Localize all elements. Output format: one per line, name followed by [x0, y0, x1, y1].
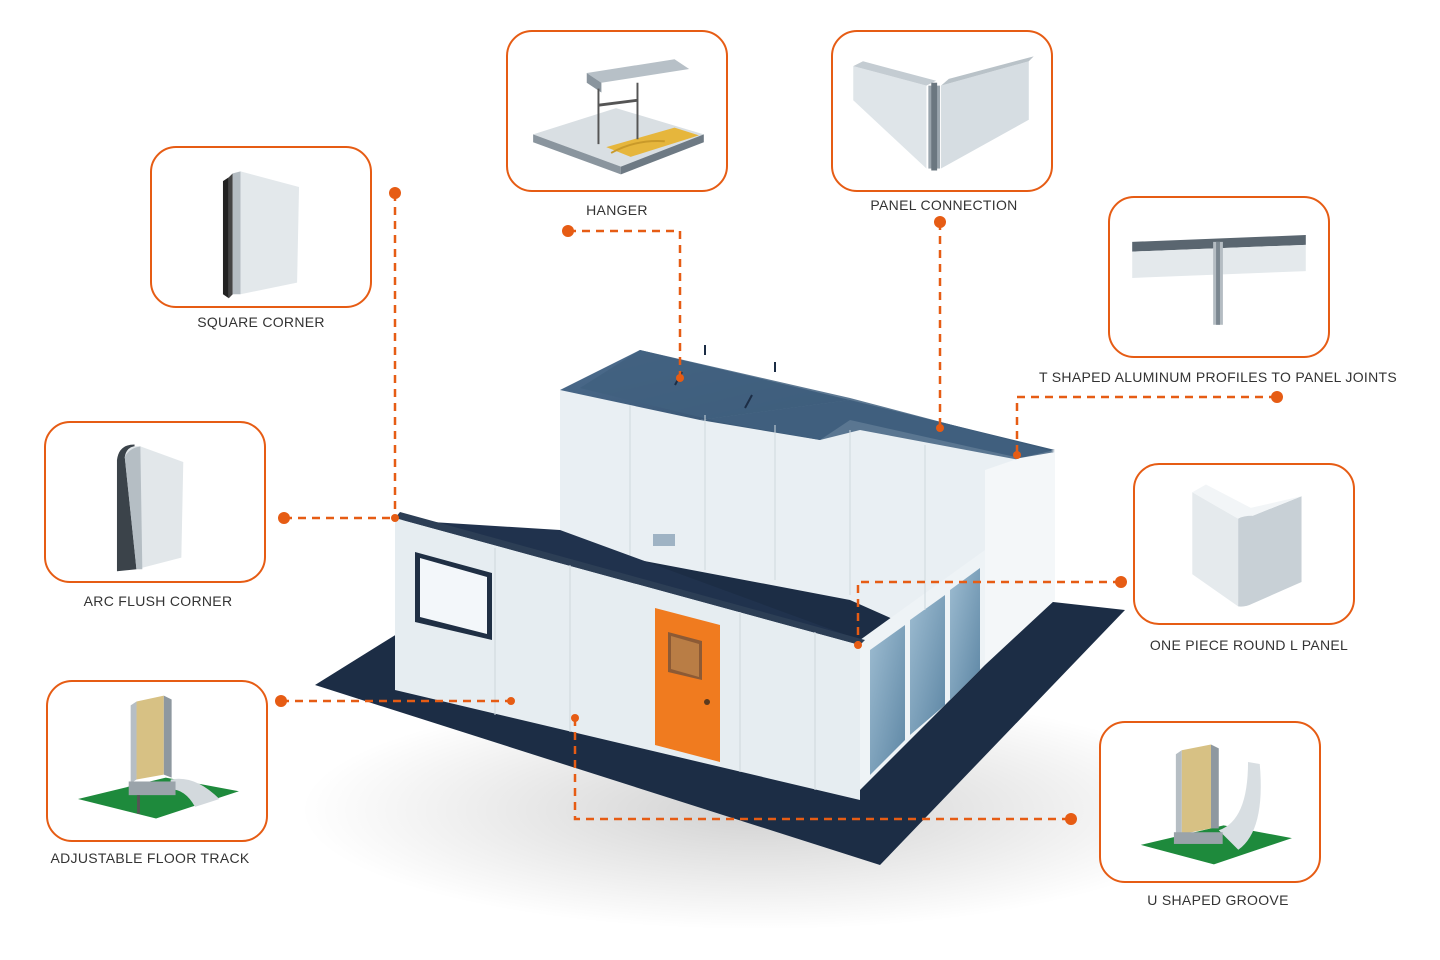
callout-dot: [936, 424, 944, 432]
callout-hanger: [506, 30, 728, 192]
callout-dot: [275, 695, 287, 707]
callout-label-panel-connection: PANEL CONNECTION: [870, 197, 1018, 213]
callout-dot: [1271, 391, 1283, 403]
t-profile-icon: [1132, 235, 1306, 325]
callout-round-l-panel: [1133, 463, 1355, 625]
callout-label-round-l-panel: ONE PIECE ROUND L PANEL: [1149, 637, 1349, 653]
callout-label-arc-corner: ARC FLUSH CORNER: [83, 593, 233, 609]
front-wall-top: [395, 512, 865, 645]
glass-panel: [950, 568, 980, 700]
hanger-icon: [533, 59, 704, 175]
callout-dot: [934, 216, 946, 228]
callout-dot: [562, 225, 574, 237]
leader-hanger: [568, 229, 682, 378]
callout-dot: [1065, 813, 1077, 825]
roof-top: [580, 350, 1055, 460]
window-glass: [420, 558, 487, 634]
callout-dot: [571, 714, 579, 722]
u-groove-icon: [1140, 744, 1292, 865]
callout-square-corner: [150, 146, 372, 308]
square-corner-icon: [222, 171, 300, 299]
door-handle: [704, 699, 710, 705]
callout-dot: [1115, 576, 1127, 588]
callout-label-u-groove: U SHAPED GROOVE: [1147, 892, 1289, 908]
callout-dot: [507, 697, 515, 705]
door-window-glass: [671, 636, 699, 677]
right-wall: [985, 452, 1055, 665]
leader-round-l-panel: [856, 580, 1121, 645]
arc-corner-icon: [116, 444, 184, 572]
callout-panel-connection: [831, 30, 1053, 192]
callout-dot: [676, 374, 684, 382]
floor-track-icon: [78, 695, 239, 819]
callout-label-t-profile: T SHAPED ALUMINUM PROFILES TO PANEL JOIN…: [1038, 369, 1398, 385]
leader-u-groove: [573, 718, 1071, 821]
callout-label-hanger: HANGER: [586, 202, 648, 218]
callout-label-square-corner: SQUARE CORNER: [197, 314, 325, 330]
callout-u-groove: [1099, 721, 1321, 883]
callout-dot: [278, 512, 290, 524]
callout-dot: [854, 641, 862, 649]
leader-t-profile: [1015, 395, 1277, 455]
callout-floor-track: [46, 680, 268, 842]
front-wall: [395, 518, 860, 800]
glass-panel: [870, 625, 905, 775]
callout-dot: [1013, 451, 1021, 459]
callout-arc-corner: [44, 421, 266, 583]
callout-t-profile: [1108, 196, 1330, 358]
glass-panel: [910, 595, 945, 735]
round-l-panel-icon: [1192, 484, 1302, 607]
callout-label-floor-track: ADJUSTABLE FLOOR TRACK: [50, 850, 250, 866]
vent: [653, 534, 675, 546]
panel-connection-icon: [853, 56, 1034, 171]
callout-dot: [389, 187, 401, 199]
callout-dot: [391, 514, 399, 522]
